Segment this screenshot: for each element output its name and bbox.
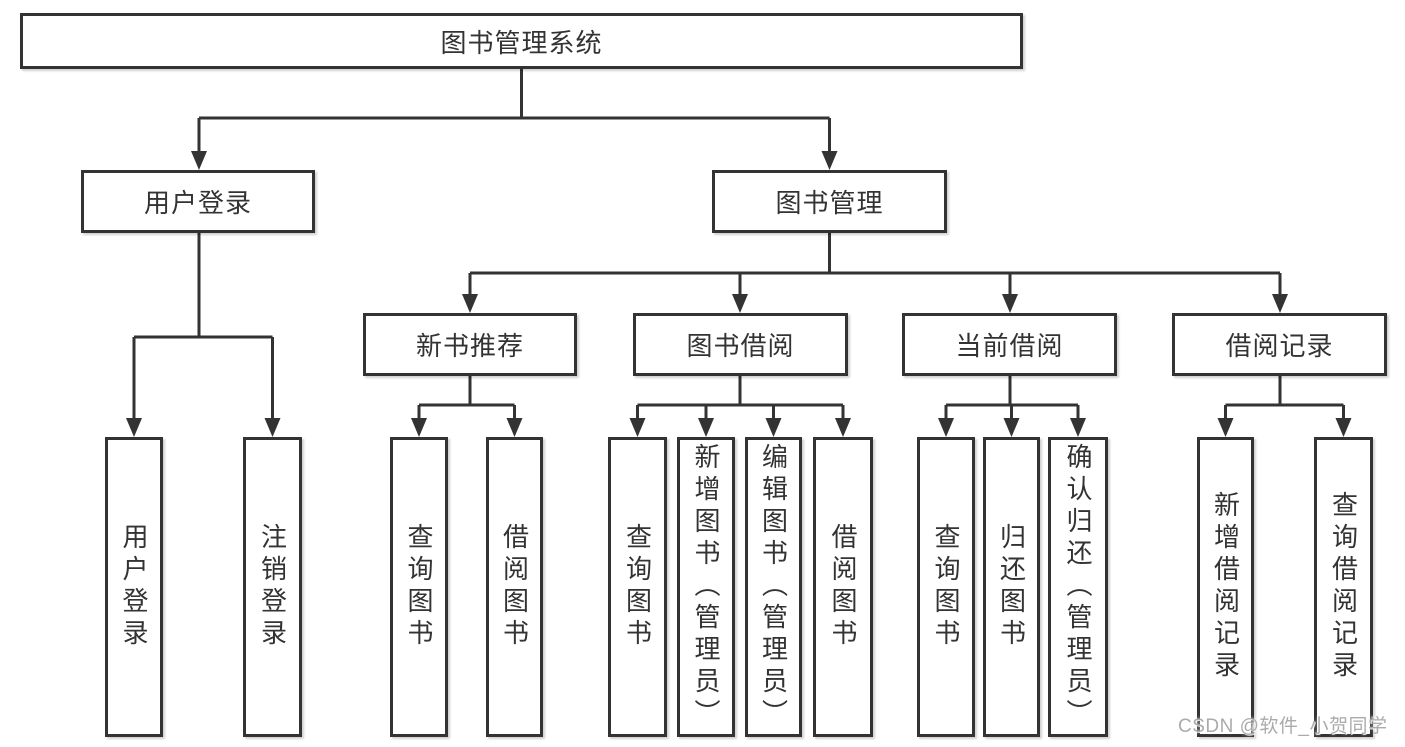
node-book-management: 图书管理 bbox=[712, 170, 947, 233]
leaf-user-login: 用户登录 bbox=[105, 437, 163, 737]
node-label: 新增借阅记录 bbox=[1210, 491, 1241, 683]
node-label: 新书推荐 bbox=[415, 331, 524, 361]
leaf-query-borrow-record: 查询借阅记录 bbox=[1314, 437, 1373, 737]
leaf-confirm-return-admin: 确认归还（管理员） bbox=[1048, 437, 1108, 737]
csdn-watermark: CSDN @软件_小贺同学 bbox=[1178, 716, 1388, 737]
leaf-logout: 注销登录 bbox=[243, 437, 302, 737]
node-label: 借阅图书 bbox=[828, 523, 858, 651]
leaf-add-book-admin: 新增图书（管理员） bbox=[677, 437, 735, 737]
node-label: 用户登录 bbox=[143, 188, 252, 218]
node-borrowing-records: 借阅记录 bbox=[1172, 313, 1387, 376]
node-label: 用户登录 bbox=[119, 523, 149, 651]
node-book-borrowing: 图书借阅 bbox=[633, 313, 848, 376]
node-new-book-recommendation: 新书推荐 bbox=[363, 313, 577, 376]
node-label: 查询图书 bbox=[404, 523, 434, 651]
node-label: 图书管理 bbox=[775, 188, 884, 218]
node-user-login: 用户登录 bbox=[81, 170, 315, 233]
tree-edges bbox=[132, 69, 1345, 421]
node-label: 新增图书（管理员） bbox=[691, 443, 721, 731]
node-label: 图书管理系统 bbox=[440, 27, 603, 58]
leaf-edit-book-admin: 编辑图书（管理员） bbox=[745, 437, 802, 737]
node-label: 借阅图书 bbox=[499, 523, 530, 651]
node-label: 图书借阅 bbox=[686, 331, 795, 361]
leaf-query-books: 查询图书 bbox=[608, 437, 667, 737]
node-label: 查询图书 bbox=[931, 523, 961, 651]
node-current-borrowing: 当前借阅 bbox=[902, 313, 1117, 376]
node-label: 借阅记录 bbox=[1225, 331, 1334, 361]
node-label: 确认归还（管理员） bbox=[1063, 443, 1093, 731]
node-label: 归还图书 bbox=[996, 523, 1027, 651]
node-label: 当前借阅 bbox=[955, 331, 1064, 361]
node-label: 注销登录 bbox=[257, 523, 288, 651]
leaf-borrow-books: 借阅图书 bbox=[486, 437, 543, 737]
leaf-add-borrow-record: 新增借阅记录 bbox=[1197, 437, 1254, 737]
node-label: 查询图书 bbox=[622, 523, 653, 651]
arrowhead-icons bbox=[126, 151, 1352, 437]
node-library-management-system: 图书管理系统 bbox=[20, 13, 1023, 69]
node-label: 编辑图书（管理员） bbox=[758, 443, 789, 731]
leaf-query-books: 查询图书 bbox=[917, 437, 975, 737]
leaf-borrow-books: 借阅图书 bbox=[813, 437, 873, 737]
leaf-query-books: 查询图书 bbox=[390, 437, 448, 737]
node-label: 查询借阅记录 bbox=[1328, 491, 1359, 683]
leaf-return-books: 归还图书 bbox=[983, 437, 1040, 737]
